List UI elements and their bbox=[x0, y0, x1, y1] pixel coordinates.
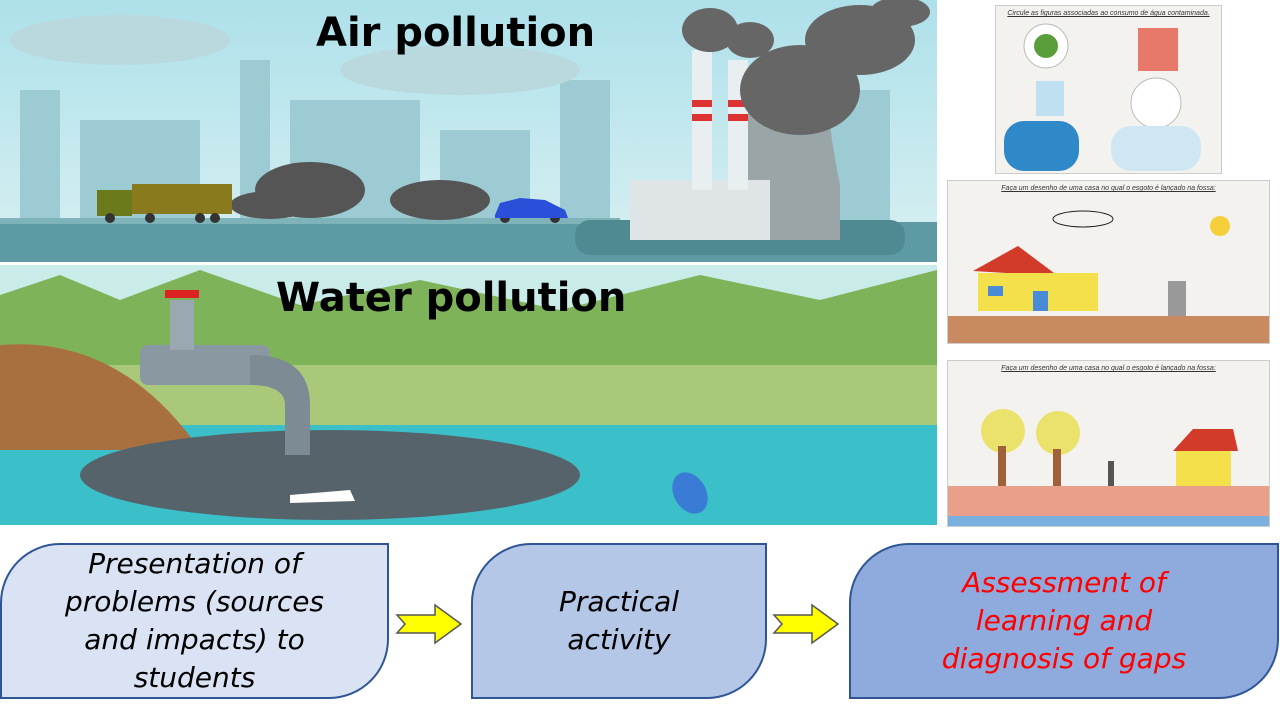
worksheet-photo-contaminated-water: Circule as figuras associadas ao consumo… bbox=[995, 5, 1222, 174]
drawing-caption: Faça um desenho de uma casa no qual o es… bbox=[1001, 185, 1216, 192]
arrow-right-icon bbox=[772, 603, 840, 645]
child-drawing-house bbox=[948, 210, 1269, 343]
air-pollution-title: Air pollution bbox=[316, 10, 596, 56]
arrow-right-icon bbox=[395, 603, 463, 645]
water-pollution-title: Water pollution bbox=[276, 275, 627, 321]
drawing-caption: Faça um desenho de uma casa no qual o es… bbox=[1001, 365, 1216, 372]
water-scene-graphic bbox=[0, 265, 937, 525]
step-practical-activity: Practical activity bbox=[471, 543, 767, 699]
step-label: Presentation of problems (sources and im… bbox=[64, 547, 325, 694]
step-label: Practical activity bbox=[558, 585, 680, 656]
worksheet-caption: Circule as figuras associadas ao consumo… bbox=[1007, 10, 1210, 17]
step-presentation: Presentation of problems (sources and im… bbox=[0, 543, 389, 699]
air-scene-graphic bbox=[0, 0, 937, 262]
child-drawing-trees-house bbox=[948, 409, 1269, 526]
worksheet-drawing bbox=[1004, 23, 1201, 171]
air-pollution-illustration: Air pollution bbox=[0, 0, 937, 262]
water-pollution-illustration: Water pollution bbox=[0, 265, 937, 525]
step-label: Assessment of learning and diagnosis of … bbox=[941, 566, 1187, 675]
drawing-photo-house-sewage-1: Faça um desenho de uma casa no qual o es… bbox=[947, 180, 1270, 344]
step-assessment: Assessment of learning and diagnosis of … bbox=[849, 543, 1279, 699]
drawing-photo-house-sewage-2: Faça um desenho de uma casa no qual o es… bbox=[947, 360, 1270, 527]
